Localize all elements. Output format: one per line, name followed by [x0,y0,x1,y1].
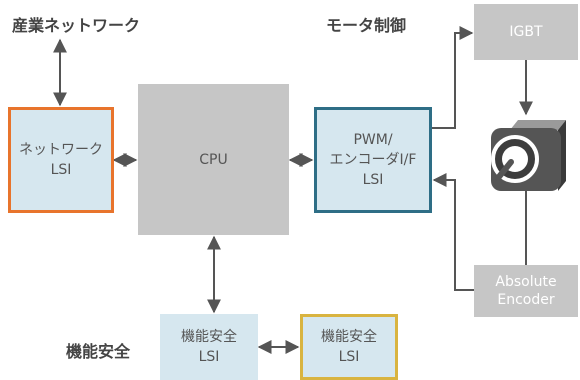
network-lsi-block: ネットワーク LSI [8,107,114,213]
network-lsi-label-line2: LSI [50,162,72,178]
safety-lsi-1-label-line1: 機能安全 [181,329,237,345]
motor-control-heading: モータ制御 [326,16,407,35]
safety-lsi-1-label-line2: LSI [198,349,220,365]
safety-lsi-2-label-line2: LSI [338,349,360,365]
arrow-encoder-pwm [432,173,474,291]
safety-lsi-block-2: 機能安全 LSI [300,314,398,380]
cpu-label: CPU [199,151,228,168]
motor-icon [491,120,566,191]
pwm-label-line3: LSI [362,172,384,188]
industrial-network-heading: 産業ネットワーク [12,16,141,35]
pwm-label-line2: エンコーダI/F [329,152,417,168]
igbt-label: IGBT [509,24,543,40]
pwm-label-line1: PWM/ [353,132,393,148]
encoder-label-line2: Encoder [497,292,555,308]
pwm-encoder-lsi-block: PWM/ エンコーダI/F LSI [314,107,432,213]
arrow-pwm-igbt [432,26,474,129]
functional-safety-heading: 機能安全 [66,342,131,361]
encoder-label-line1: Absolute [495,274,557,290]
safety-lsi-2-label-line1: 機能安全 [321,329,377,345]
cpu-block: CPU [138,84,289,235]
network-lsi-label-line1: ネットワーク [19,142,103,158]
absolute-encoder-block: Absolute Encoder [474,265,578,317]
igbt-block: IGBT [474,4,578,60]
safety-lsi-block-1: 機能安全 LSI [160,314,258,380]
